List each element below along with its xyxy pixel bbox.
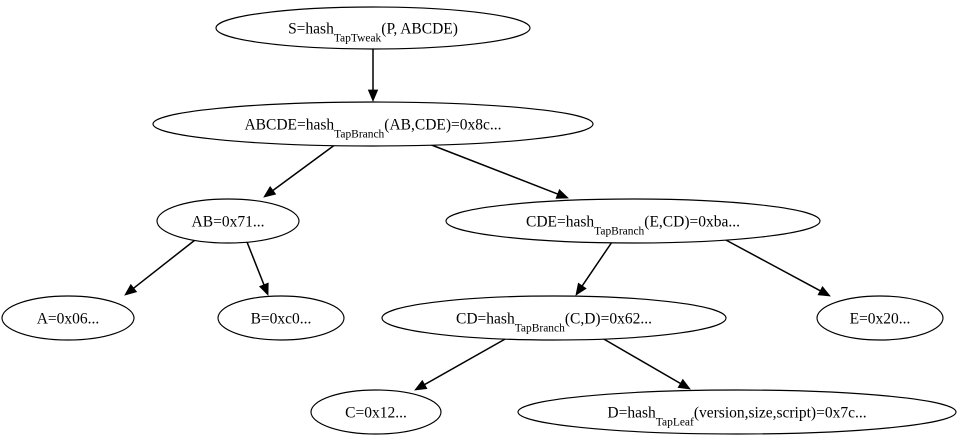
arrowhead-icon [555,189,569,199]
node-ellipse-a[interactable] [1,295,135,341]
edge-ab-to-a [124,239,196,296]
arrowhead-icon [817,286,831,297]
edge-cde-to-cd [575,241,613,296]
edge-line [424,337,508,386]
edge-line [272,143,337,192]
node-ellipse-e[interactable] [816,295,944,341]
edge-cd-to-d [601,337,691,390]
edge-line [723,238,821,292]
node-ellipse-ab[interactable] [156,198,300,244]
nodes-layer [1,6,957,435]
edge-line [428,143,559,195]
arrowhead-icon [258,282,269,296]
arrowhead-icon [124,283,138,296]
node-ellipse-cde[interactable] [445,198,821,244]
node-ellipse-cd[interactable] [381,295,727,341]
edge-cde-to-e [723,238,831,297]
arrowhead-icon [263,186,277,198]
node-ellipse-b[interactable] [217,295,345,341]
arrowhead-icon [414,379,428,391]
edge-ab-to-b [246,241,269,296]
edge-abcde-to-ab [263,143,337,198]
node-ellipse-s[interactable] [215,6,531,50]
arrowhead-icon [677,378,691,390]
arrowhead-icon [575,282,587,296]
edge-line [133,239,196,289]
edge-line [601,337,681,385]
edge-cd-to-c [414,337,508,391]
node-ellipse-d[interactable] [517,389,957,435]
node-ellipse-abcde[interactable] [152,101,594,147]
edges-layer [124,49,831,391]
arrowhead-icon [367,89,379,103]
edge-s-to-abcde [367,49,379,103]
node-ellipse-c[interactable] [310,389,442,435]
edge-line [581,241,613,287]
edge-line [246,241,265,286]
edge-abcde-to-cde [428,143,569,199]
